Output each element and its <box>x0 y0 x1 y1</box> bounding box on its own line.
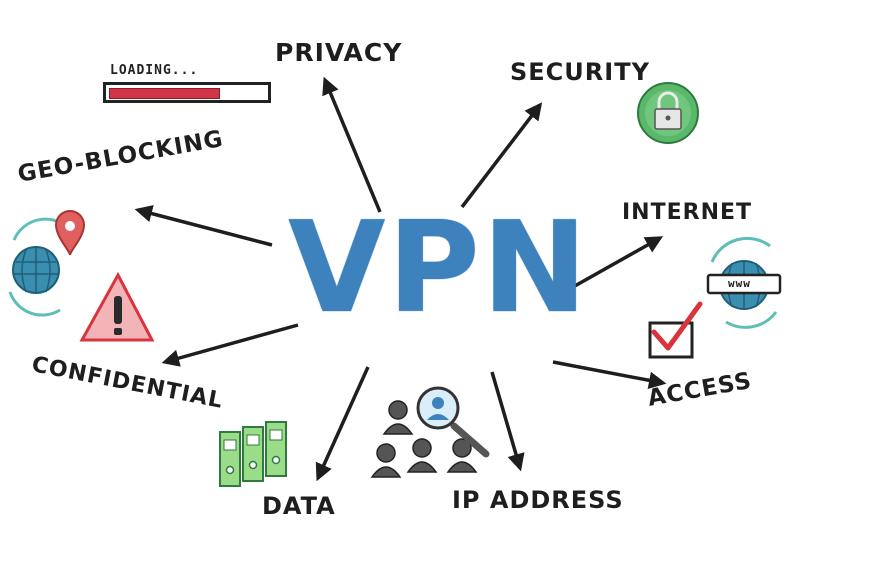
www-globe-icon <box>706 236 782 329</box>
arrow-geo-blocking <box>134 205 273 247</box>
label-data: DATA <box>262 492 336 520</box>
warning-triangle-icon <box>79 271 155 342</box>
location-globe-icon <box>8 210 86 317</box>
arrow-confidential <box>161 323 299 367</box>
loading-progress-bar <box>103 82 271 103</box>
arrow-ip-address <box>490 371 525 472</box>
www-badge: www <box>728 277 751 290</box>
checkbox-icon <box>648 301 703 359</box>
arrow-data <box>315 366 370 482</box>
label-ip-address: IP ADDRESS <box>452 486 624 514</box>
label-privacy: PRIVACY <box>275 38 403 67</box>
loading-progress-fill <box>109 88 220 99</box>
loading-label: LOADING... <box>110 63 199 78</box>
label-security: SECURITY <box>510 58 650 86</box>
arrow-privacy <box>322 76 382 213</box>
padlock-icon <box>637 82 699 144</box>
binders-icon <box>219 421 287 487</box>
arrow-security <box>460 102 543 209</box>
label-internet: INTERNET <box>622 200 753 225</box>
arrow-access <box>552 360 667 389</box>
arrow-internet <box>572 236 664 289</box>
people-magnifier-icon <box>370 386 490 478</box>
vpn-title: VPN <box>288 194 590 341</box>
